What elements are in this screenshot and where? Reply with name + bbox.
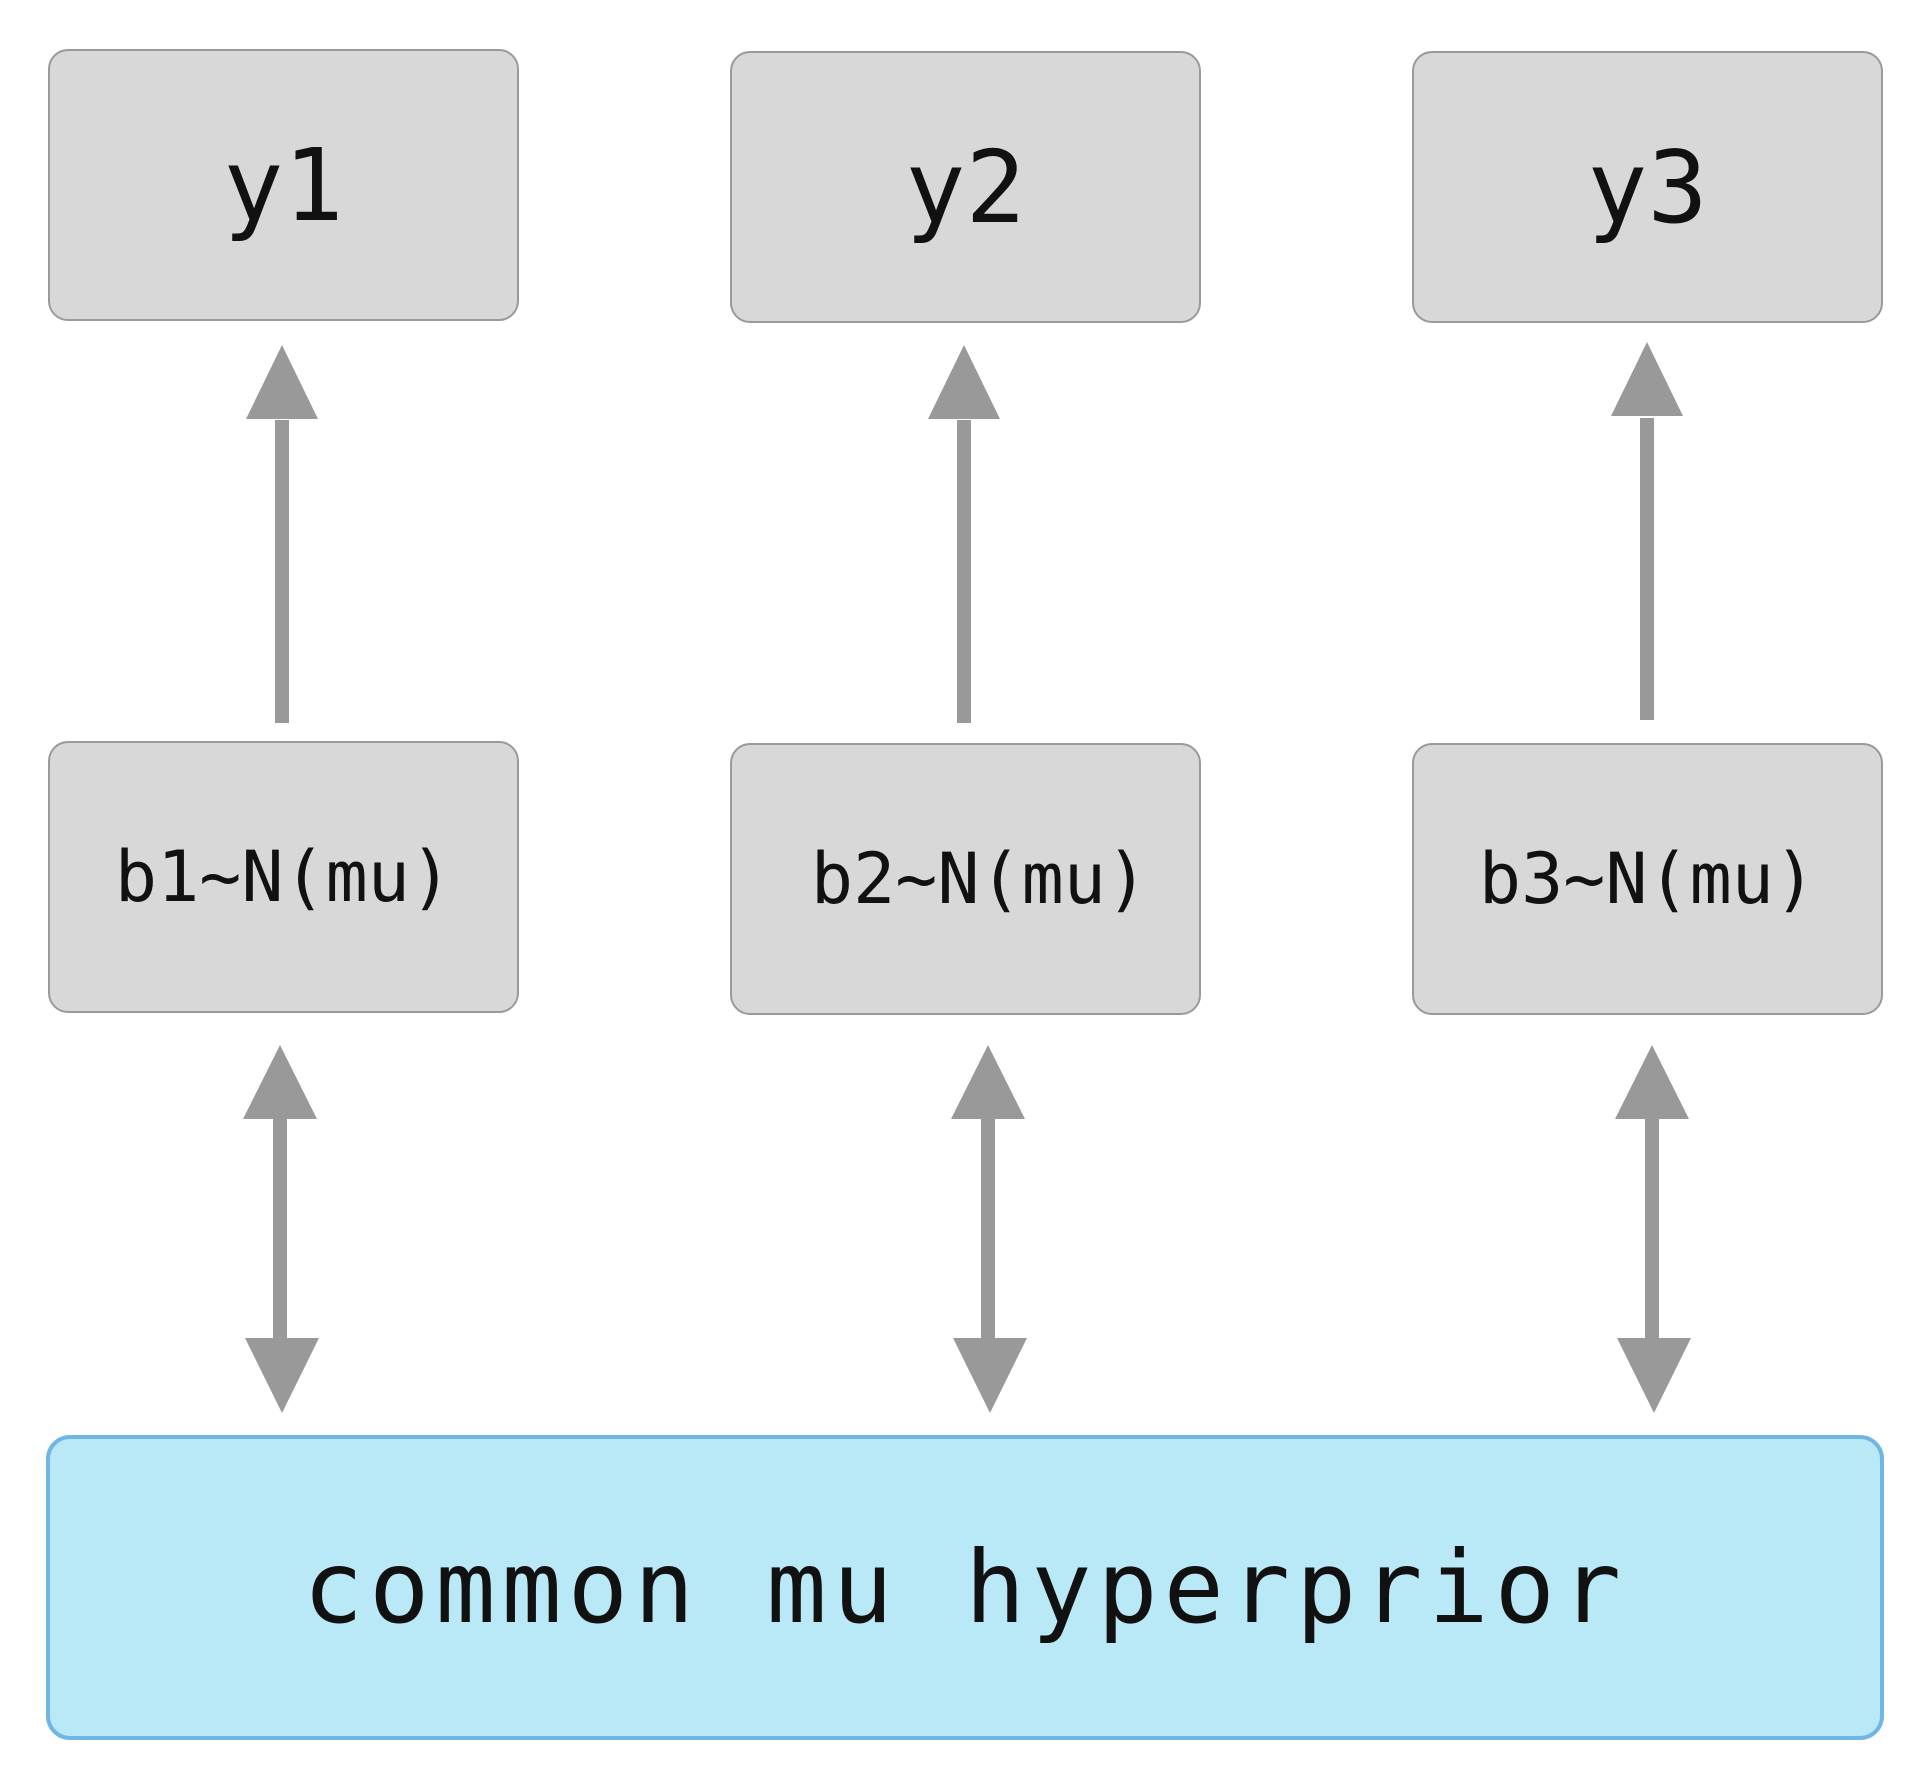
node-y3: y3 xyxy=(1412,51,1883,323)
arrowhead-down xyxy=(245,1338,319,1413)
node-b2-label: b2~N(mu) xyxy=(810,838,1149,920)
node-y2-label: y2 xyxy=(905,128,1026,246)
node-b1-label: b1~N(mu) xyxy=(114,836,453,918)
node-y1-label: y1 xyxy=(223,126,344,244)
edge-hyperprior-b1 xyxy=(243,1045,319,1413)
arrowhead-up xyxy=(1611,342,1683,416)
arrowhead-up xyxy=(1615,1045,1689,1119)
edge-b3-to-y3 xyxy=(1611,342,1683,720)
edge-b1-to-y1 xyxy=(246,345,318,723)
edge-b2-to-y2 xyxy=(928,345,1000,723)
node-y3-label: y3 xyxy=(1587,128,1708,246)
arrowhead-up xyxy=(246,345,318,419)
node-b2: b2~N(mu) xyxy=(730,743,1201,1015)
node-b3: b3~N(mu) xyxy=(1412,743,1883,1015)
edge-hyperprior-b2 xyxy=(951,1045,1027,1413)
arrowhead-down xyxy=(1617,1338,1691,1413)
arrowhead-down xyxy=(953,1338,1027,1413)
arrowhead-up xyxy=(951,1045,1025,1119)
node-y2: y2 xyxy=(730,51,1201,323)
arrowhead-up xyxy=(243,1045,317,1119)
node-b3-label: b3~N(mu) xyxy=(1478,838,1817,920)
edge-hyperprior-b3 xyxy=(1615,1045,1691,1413)
node-b1: b1~N(mu) xyxy=(48,741,519,1013)
arrowhead-up xyxy=(928,345,1000,419)
node-y1: y1 xyxy=(48,49,519,321)
node-hyperprior: common mu hyperprior xyxy=(46,1435,1884,1740)
node-hyperprior-label: common mu hyperprior xyxy=(302,1529,1628,1646)
